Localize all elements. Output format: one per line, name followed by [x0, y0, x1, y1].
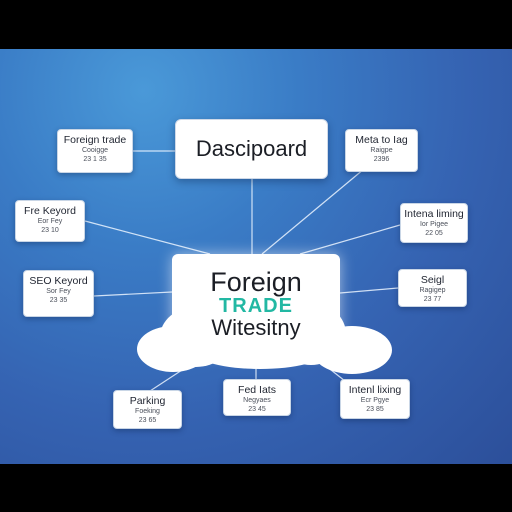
node-internal-linking-bottom-title: Intenl lixing: [348, 384, 402, 396]
node-meta-tag: Meta to Iag Raigpe 2396: [345, 129, 418, 172]
link-center-seo-keyword: [93, 291, 173, 297]
node-internal-linking-right-code: 22 05: [425, 230, 443, 237]
node-fed-tats-sub: Negyaes: [243, 397, 271, 404]
node-meta-tag-code: 2396: [373, 156, 390, 163]
center-node-text: Foreign TRADE Witesitny: [150, 254, 362, 364]
node-parking-sub: Foeking: [135, 408, 160, 415]
node-foreign-trade-code: 23 1 35: [83, 156, 107, 163]
center-title-line3: Witesitny: [211, 315, 301, 340]
node-free-keyword-code: 23 10: [41, 227, 59, 234]
node-seigl-code: 23 77: [423, 296, 442, 303]
node-seo-keyword: SEO Keyord Sor Fey 23 35: [23, 270, 94, 317]
node-seo-keyword-title: SEO Keyord: [29, 275, 88, 287]
node-fed-tats-code: 23 45: [248, 406, 266, 413]
diagram-panel: Foreign trade Cooigge 23 1 35 Meta to Ia…: [0, 49, 512, 464]
node-foreign-trade-sub: Cooigge: [81, 147, 109, 154]
node-internal-linking-bottom: Intenl lixing Ecr Pgye 23 85: [340, 379, 410, 419]
node-meta-tag-title: Meta to Iag: [355, 134, 408, 146]
node-seo-keyword-code: 23 35: [49, 297, 68, 304]
center-title-line1: Foreign: [210, 267, 302, 297]
node-free-keyword-sub: Eor Fey: [37, 218, 63, 225]
node-seigl-title: Seigl: [420, 274, 445, 286]
node-internal-linking-right: Intena liming Ior Pigee 22 05: [400, 203, 468, 243]
link-center-seigl: [339, 287, 399, 294]
node-internal-linking-bottom-code: 23 85: [366, 406, 384, 413]
link-center-internal-linking-right: [299, 224, 401, 255]
node-parking: Parking Foeking 23 65: [113, 390, 182, 429]
node-internal-linking-bottom-sub: Ecr Pgye: [360, 397, 390, 404]
node-internal-linking-right-title: Intena liming: [404, 208, 464, 220]
node-meta-tag-sub: Raigpe: [370, 147, 393, 154]
node-foreign-trade: Foreign trade Cooigge 23 1 35: [57, 129, 133, 173]
node-fed-tats: Fed Iats Negyaes 23 45: [223, 379, 291, 416]
center-title-line2: TRADE: [219, 295, 293, 317]
node-free-keyword-title: Fre Keyord: [24, 205, 76, 217]
node-seo-keyword-sub: Sor Fey: [46, 288, 71, 295]
node-internal-linking-right-sub: Ior Pigee: [419, 221, 449, 228]
node-parking-code: 23 65: [138, 417, 157, 424]
center-cloud: [0, 49, 512, 464]
node-fed-tats-title: Fed Iats: [238, 384, 276, 396]
node-seigl-sub: Ragigep: [419, 287, 446, 294]
node-free-keyword: Fre Keyord Eor Fey 23 10: [15, 200, 85, 242]
link-center-meta-tag: [261, 168, 365, 255]
node-foreign-trade-title: Foreign trade: [63, 134, 127, 146]
center-card: [172, 254, 340, 355]
connector-lines: [84, 150, 401, 392]
dashboard-node: Dascipoard: [175, 119, 328, 179]
link-center-free-keyword: [84, 220, 211, 255]
node-seigl: Seigl Ragigep 23 77: [398, 269, 467, 307]
node-parking-title: Parking: [129, 395, 166, 407]
